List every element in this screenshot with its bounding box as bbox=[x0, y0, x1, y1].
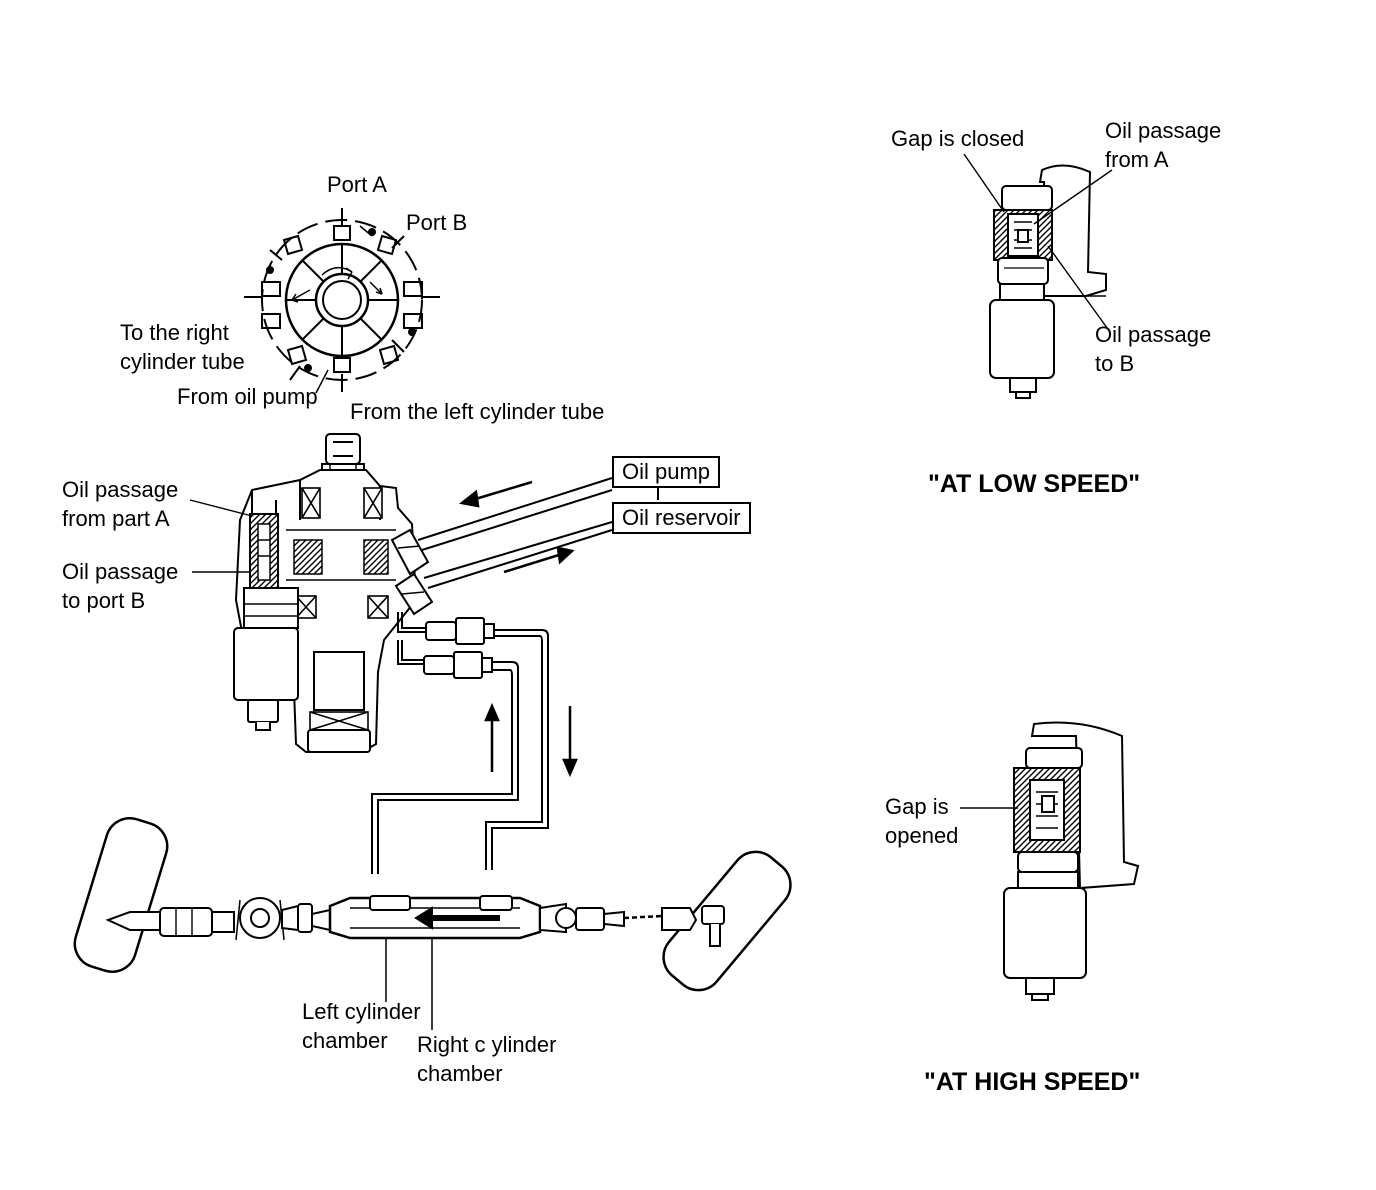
supply-hoses bbox=[417, 477, 659, 589]
gap-is-opened-line-2: opened bbox=[885, 823, 959, 848]
port-b-label: Port B bbox=[406, 210, 468, 235]
left-cylinder-chamber-line-2: chamber bbox=[302, 1028, 388, 1053]
valve-detail-low-speed bbox=[963, 153, 1113, 399]
low-speed-title: "AT LOW SPEED" bbox=[928, 470, 1141, 498]
left-cylinder-chamber-line-1: Left cylinder bbox=[302, 999, 421, 1024]
steering-gearbox bbox=[233, 433, 434, 753]
rotary-valve-section bbox=[244, 208, 440, 394]
oil-passage-from-part-a-label: Oil passage from part A bbox=[62, 475, 178, 533]
oil-pump-box: Oil pump bbox=[612, 456, 721, 488]
oil-reservoir-box: Oil reservoir bbox=[612, 502, 751, 534]
left-cylinder-chamber-label: Left cylinder chamber bbox=[302, 997, 421, 1055]
oil-passage-from-a-line-1: Oil passage bbox=[1105, 118, 1222, 143]
oil-passage-to-port-b-line-1: Oil passage bbox=[62, 559, 179, 584]
steering-rack-assembly bbox=[73, 817, 792, 1030]
oil-passage-to-port-b-line-2: to port B bbox=[62, 588, 146, 613]
right-cylinder-chamber-line-1: Right c ylinder bbox=[417, 1032, 557, 1057]
cylinder-pipes bbox=[371, 612, 549, 874]
to-right-cylinder-tube-label: To the right cylinder tube bbox=[120, 318, 245, 376]
oil-passage-from-a-line-2: from A bbox=[1105, 147, 1169, 172]
gap-is-opened-label: Gap is opened bbox=[885, 792, 958, 850]
oil-passage-to-b-line-2: to B bbox=[1095, 351, 1135, 376]
gap-is-opened-line-1: Gap is bbox=[885, 794, 949, 819]
valve-detail-high-speed bbox=[960, 721, 1140, 1001]
flow-arrows bbox=[459, 480, 578, 778]
right-cylinder-chamber-line-2: chamber bbox=[417, 1061, 503, 1086]
from-oil-pump-label: From oil pump bbox=[177, 384, 318, 409]
oil-passage-from-a-label: Oil passage from A bbox=[1105, 116, 1221, 174]
oil-passage-from-part-a-line-1: Oil passage bbox=[62, 477, 179, 502]
from-left-cylinder-tube-label: From the left cylinder tube bbox=[350, 399, 605, 424]
to-right-cylinder-tube-line-2: cylinder tube bbox=[120, 349, 245, 374]
right-cylinder-chamber-label: Right c ylinder chamber bbox=[417, 1030, 556, 1088]
gap-is-closed-label: Gap is closed bbox=[891, 126, 1025, 151]
port-a-label: Port A bbox=[327, 172, 387, 197]
oil-passage-to-b-label: Oil passage to B bbox=[1095, 320, 1211, 378]
to-right-cylinder-tube-line-1: To the right bbox=[120, 320, 229, 345]
oil-passage-from-part-a-line-2: from part A bbox=[62, 506, 170, 531]
oil-passage-to-b-line-1: Oil passage bbox=[1095, 322, 1212, 347]
oil-passage-to-port-b-label: Oil passage to port B bbox=[62, 557, 178, 615]
high-speed-title: "AT HIGH SPEED" bbox=[924, 1068, 1141, 1096]
